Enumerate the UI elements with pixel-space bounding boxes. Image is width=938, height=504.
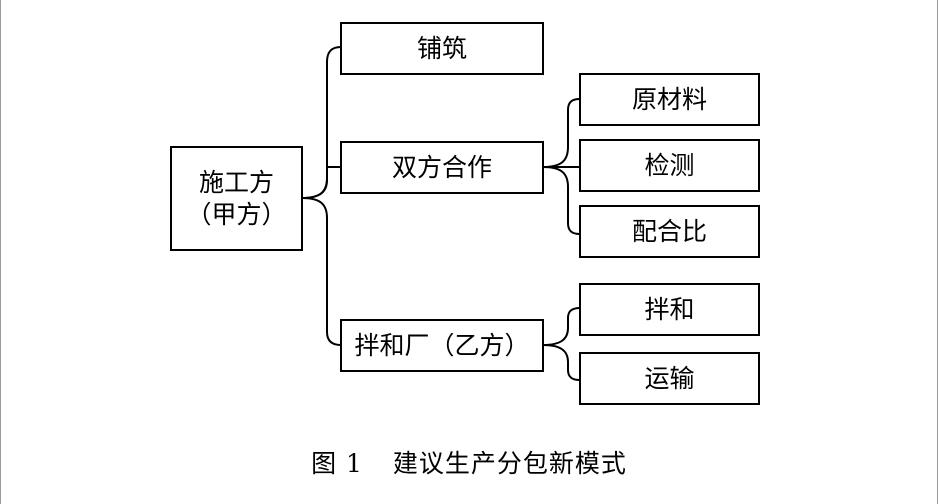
node-mix-ratio-label: 配合比	[631, 216, 707, 246]
node-mix-ratio: 配合比	[579, 205, 760, 258]
node-transport-label: 运输	[644, 363, 695, 393]
node-raw-materials-label: 原材料	[631, 84, 707, 114]
node-paving-label: 铺筑	[416, 33, 467, 63]
cooperation-brace-upper	[542, 98, 581, 168]
node-construction-party: 施工方 （甲方）	[170, 146, 303, 251]
root-brace	[301, 46, 342, 199]
node-mixing-plant-label: 拌和厂（乙方）	[354, 330, 530, 360]
root-brace-middle	[301, 166, 341, 199]
node-mixing: 拌和	[579, 283, 760, 336]
node-mixing-label: 拌和	[644, 294, 695, 324]
node-cooperation-label: 双方合作	[391, 152, 492, 182]
node-mixing-plant: 拌和厂（乙方）	[340, 319, 544, 372]
node-testing: 检测	[579, 139, 760, 192]
cooperation-brace-lower	[542, 166, 581, 235]
figure-caption: 图 1 建议生产分包新模式	[0, 444, 938, 480]
node-construction-party-line2: （甲方）	[186, 199, 287, 229]
figure-number: 图 1	[311, 449, 363, 478]
node-construction-party-line1: 施工方	[198, 168, 274, 198]
figure-title: 建议生产分包新模式	[392, 449, 627, 478]
node-testing-label: 检测	[644, 150, 695, 180]
plant-brace-lower	[542, 344, 581, 381]
plant-brace-upper	[542, 307, 581, 346]
frame-left-border	[0, 0, 1, 504]
node-raw-materials: 原材料	[579, 73, 760, 126]
root-brace-lower	[301, 197, 342, 346]
node-paving: 铺筑	[340, 22, 544, 75]
node-transport: 运输	[579, 352, 760, 405]
node-cooperation: 双方合作	[340, 141, 544, 194]
